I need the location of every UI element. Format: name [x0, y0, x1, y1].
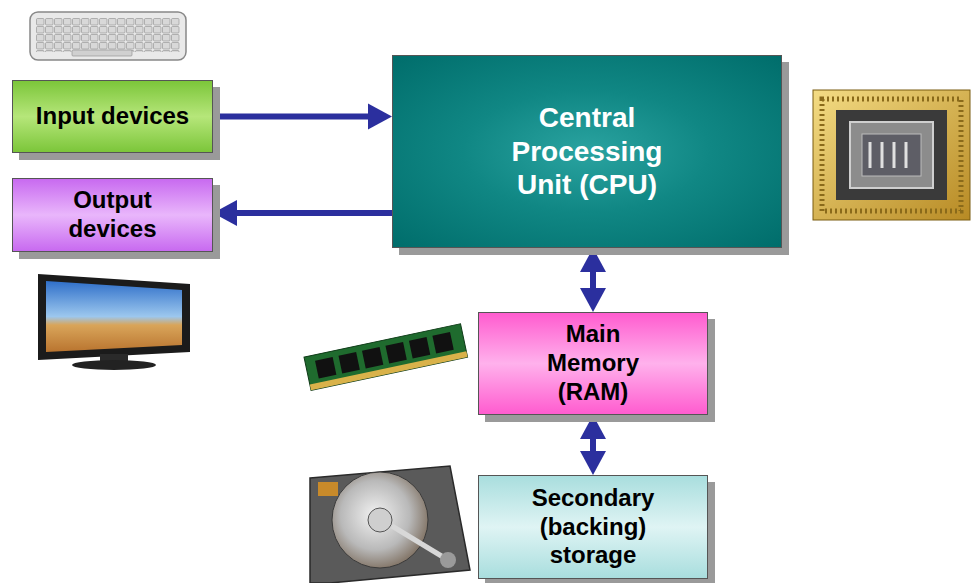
- cpu-chip-picture: [813, 90, 970, 220]
- text-group: Secondary (backing) storage: [513, 484, 673, 570]
- text-group: Input devices: [36, 102, 189, 131]
- text-group: Output devices: [28, 186, 198, 244]
- text-group: Central Processing Unit (CPU): [487, 101, 687, 202]
- arrow-head: [580, 415, 606, 439]
- arrow-shaft: [235, 210, 392, 216]
- arrow-head: [580, 451, 606, 475]
- cpu-box: Central Processing Unit (CPU): [392, 55, 782, 248]
- storage-box: Secondary (backing) storage: [478, 475, 708, 579]
- arrow-shaft: [213, 114, 370, 120]
- data-flow-arrow: [213, 200, 392, 226]
- text-group: Main Memory (RAM): [528, 320, 658, 406]
- data-flow-arrow: [580, 415, 606, 475]
- data-flow-arrow: [213, 104, 392, 130]
- keyboard-picture: [30, 12, 186, 60]
- box-label: Central Processing Unit (CPU): [487, 101, 687, 202]
- arrow-head: [213, 200, 237, 226]
- box-label: Main Memory (RAM): [528, 320, 658, 406]
- arrow-head: [580, 288, 606, 312]
- box-label: Output devices: [28, 186, 198, 244]
- arrow-shaft: [590, 437, 596, 453]
- memory-box: Main Memory (RAM): [478, 312, 708, 415]
- arrow-shaft: [590, 270, 596, 290]
- ram-module-picture: [304, 324, 468, 391]
- monitor-picture: [38, 274, 190, 370]
- output-box: Output devices: [12, 178, 213, 252]
- arrow-head: [368, 104, 392, 130]
- arrow-head: [580, 248, 606, 272]
- box-label: Secondary (backing) storage: [513, 484, 673, 570]
- box-label: Input devices: [36, 102, 189, 131]
- hard-disk-picture: [310, 466, 470, 583]
- input-box: Input devices: [12, 80, 213, 153]
- data-flow-arrow: [580, 248, 606, 312]
